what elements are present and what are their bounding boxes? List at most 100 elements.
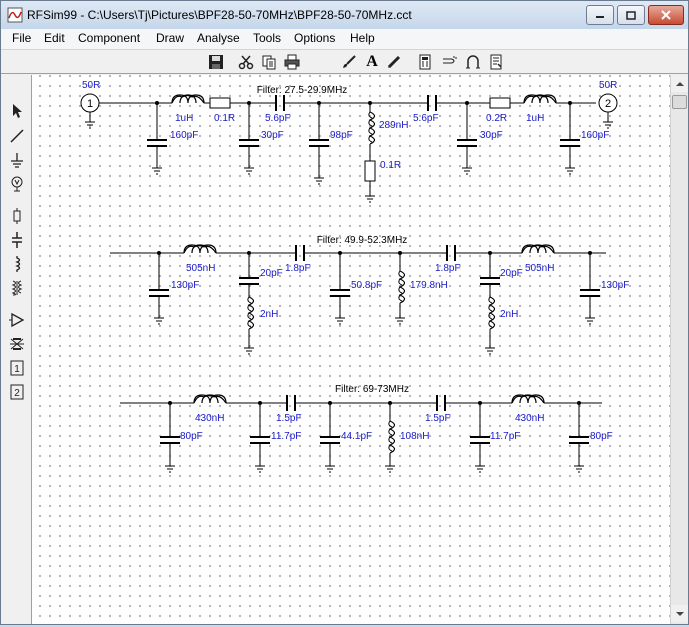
ring-button[interactable]	[463, 52, 483, 72]
amplifier-tool-button[interactable]	[7, 310, 27, 330]
inductor-1uH-in[interactable]	[171, 94, 205, 104]
probe-tool-button[interactable]	[7, 174, 27, 194]
pencil-button[interactable]	[384, 52, 404, 72]
port-2[interactable]: 2	[598, 93, 618, 129]
close-button[interactable]	[648, 5, 684, 25]
brush-button[interactable]	[339, 52, 359, 72]
inductor-1uH-out[interactable]	[523, 94, 557, 104]
filter-2: Filter: 49.9-52.3MHz 130pF 505nH	[110, 235, 629, 355]
cap-shunt-44.1pF[interactable]	[319, 401, 341, 473]
resistor-icon	[13, 208, 21, 224]
port-1-tool-label: 1	[14, 364, 20, 375]
port-2-tool-button[interactable]: 2	[7, 382, 27, 402]
coupler-icon	[10, 338, 24, 350]
resistor-out[interactable]	[489, 97, 511, 109]
cap-series-2[interactable]	[427, 94, 437, 112]
inductor-tool-button[interactable]	[7, 254, 27, 274]
cap-shunt-30pF-2[interactable]	[456, 101, 478, 175]
inductor-430nH-2[interactable]	[511, 394, 545, 404]
schematic-canvas[interactable]: Filter: 27.5-29.9MHz 1 50R 1uH 0.1R	[32, 75, 670, 624]
cap-shunt-20pF-2[interactable]	[479, 251, 501, 355]
pencil-icon	[387, 55, 401, 69]
resistor-tool-button[interactable]	[7, 206, 27, 226]
cut-button[interactable]	[236, 52, 256, 72]
cap-shunt-50.8pF[interactable]	[329, 251, 351, 325]
cap-series-1.8pF-2[interactable]	[446, 244, 456, 262]
cap-shunt-160pF-in[interactable]	[146, 101, 168, 175]
calculator-button[interactable]	[415, 52, 435, 72]
ground-icon	[11, 153, 23, 168]
f2-c-series1-label: 1.8pF	[285, 263, 311, 274]
l-out-label: 1uH	[526, 113, 544, 124]
cap-series-1.5pF-1[interactable]	[286, 394, 296, 412]
f2-l2-label: 505nH	[525, 263, 554, 274]
inductor-505nH-1[interactable]	[183, 244, 217, 254]
schematic-drawing[interactable]: Filter: 27.5-29.9MHz 1 50R 1uH 0.1R	[32, 75, 670, 624]
f3-c-shunt4-label: 11.7pF	[490, 431, 520, 442]
filter-1-title: Filter: 27.5-29.9MHz	[257, 85, 348, 96]
menu-analyse[interactable]: Analyse	[197, 31, 240, 45]
transformer-tool-button[interactable]	[7, 278, 27, 298]
minimize-button[interactable]	[586, 5, 614, 25]
resistor-in[interactable]	[209, 97, 231, 109]
capacitor-icon	[12, 232, 22, 248]
menu-edit[interactable]: Edit	[44, 31, 65, 45]
select-arrow-icon	[13, 104, 22, 118]
capacitor-tool-button[interactable]	[7, 230, 27, 250]
title-bar[interactable]: RFSim99 - C:\Users\Tj\Pictures\BPF28-50-…	[1, 1, 688, 29]
f3-l-shunt-label: 108nH	[400, 431, 429, 442]
save-icon	[209, 55, 223, 69]
transmission-line-button[interactable]	[440, 52, 460, 72]
cap-shunt-80pF-1[interactable]	[159, 401, 181, 473]
cap-series-1[interactable]	[275, 94, 285, 112]
copy-icon	[262, 55, 276, 70]
menu-file[interactable]: File	[12, 31, 32, 45]
vertical-scrollbar[interactable]	[670, 75, 688, 624]
cap-shunt-11.7pF-2[interactable]	[469, 401, 491, 473]
cap-shunt-98pF[interactable]	[308, 101, 330, 185]
port-1[interactable]: 1	[80, 93, 100, 129]
app-icon[interactable]	[7, 7, 23, 23]
print-button[interactable]	[282, 52, 302, 72]
cap-shunt-30pF-1[interactable]	[238, 101, 260, 175]
cap-shunt-11.7pF-1[interactable]	[249, 401, 271, 473]
menu-draw[interactable]: Draw	[156, 31, 185, 45]
menu-options[interactable]: Options	[294, 31, 336, 45]
scroll-down-button[interactable]	[671, 605, 688, 622]
port-1-tool-button[interactable]: 1	[7, 358, 27, 378]
coupler-tool-button[interactable]	[7, 334, 27, 354]
maximize-icon	[626, 10, 636, 20]
inductor-430nH-1[interactable]	[193, 394, 227, 404]
filter-3: Filter: 69-73MHz 80pF 430nH 11.	[120, 384, 613, 473]
f3-c-shunt2-label: 11.7pF	[271, 431, 301, 442]
cap-shunt-160pF-out[interactable]	[559, 101, 581, 175]
cap-shunt-130pF-1[interactable]	[148, 251, 170, 325]
inductor-505nH-2[interactable]	[521, 244, 555, 254]
maximize-button[interactable]	[617, 5, 645, 25]
cap-shunt-20pF-1[interactable]	[238, 251, 260, 355]
inductor-108nH[interactable]	[384, 401, 396, 473]
scroll-thumb[interactable]	[672, 95, 687, 109]
cap-shunt-130pF-2[interactable]	[579, 251, 601, 325]
select-tool-button[interactable]	[7, 101, 27, 121]
r-in-label: 0.1R	[214, 113, 235, 124]
menu-tools[interactable]: Tools	[253, 31, 282, 45]
scroll-up-button[interactable]	[671, 75, 688, 92]
inductor-179.8nH[interactable]	[394, 251, 406, 325]
text-button[interactable]: A	[362, 52, 382, 72]
toolbar: A	[1, 49, 688, 74]
cap-series-1.8pF-1[interactable]	[295, 244, 305, 262]
copy-button[interactable]	[259, 52, 279, 72]
menu-component[interactable]: Component	[78, 31, 141, 45]
c-series2-label: 5.6pF	[413, 113, 439, 124]
menu-help[interactable]: Help	[350, 31, 375, 45]
wire-tool-button[interactable]	[7, 126, 27, 146]
notes-button[interactable]	[486, 52, 506, 72]
inductor-shunt-289nH[interactable]	[364, 101, 376, 203]
cap-shunt-80pF-2[interactable]	[568, 401, 590, 473]
cap-series-1.5pF-2[interactable]	[436, 394, 446, 412]
f2-l-shunt2-label: 2nH	[260, 309, 278, 320]
f2-c-series2-label: 1.8pF	[435, 263, 461, 274]
ground-tool-button[interactable]	[7, 150, 27, 170]
save-button[interactable]	[206, 52, 226, 72]
